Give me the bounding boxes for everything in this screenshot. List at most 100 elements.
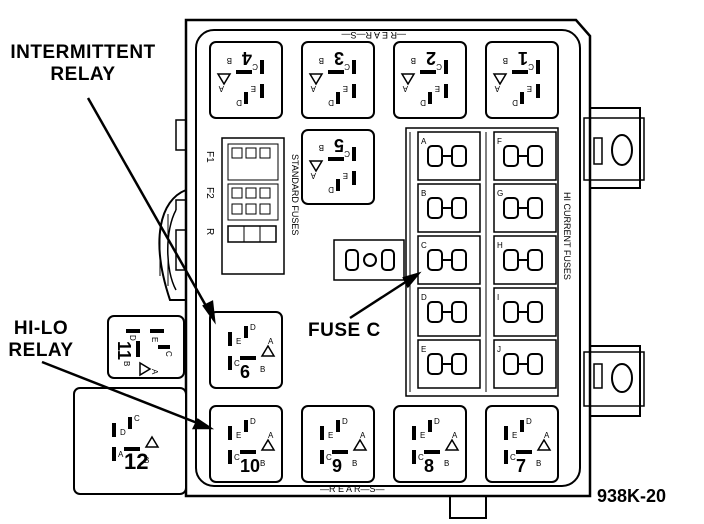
relay-3-terminal-blade [336, 92, 340, 104]
relay-8-terminal-blade [428, 420, 432, 432]
leader-lines [41, 97, 422, 430]
relay-2-terminal-blade [444, 60, 448, 74]
relay-2-terminal-d: D [420, 98, 426, 107]
top-edge-text: —R E A R—S— [341, 30, 406, 40]
standard-fuses-block [221, 137, 285, 275]
relay-11-terminal-e: E [150, 337, 159, 342]
hi-current-fuse-h-letter: H [497, 241, 503, 250]
hicurrent-fuses-label: HI CURRENT FUSES [562, 192, 572, 280]
hi-current-fuse-f: F [493, 131, 557, 181]
relay-7-terminal-c: C [510, 453, 516, 462]
relay-3-terminal-b: B [319, 56, 324, 65]
relay-7-terminal-blade [504, 426, 508, 440]
relay-11-terminal-a: A [150, 369, 159, 375]
relay-6-terminal-e: E [236, 337, 241, 346]
relay-8-terminal-a [444, 438, 460, 451]
relay-5-terminal-blade [352, 171, 356, 185]
relay-9-number: 9 [332, 456, 342, 476]
relay-10-terminal-c: C [234, 453, 240, 462]
relay-8-terminal-b: B [444, 459, 449, 468]
relay-6-terminal-blade [244, 326, 248, 338]
relay-2-terminal-b: B [411, 56, 416, 65]
relay-8-terminal-blade [412, 450, 416, 464]
relay-7-terminal-e: E [512, 431, 517, 440]
hi-current-fuse-j-letter: J [497, 345, 501, 354]
figure-id: 938K-20 [597, 486, 667, 506]
hi-current-fuse-i: I [493, 287, 557, 337]
relay-7-terminal-blade [516, 450, 532, 454]
relay-9-terminal-c: C [326, 453, 332, 462]
relay-5-number: 5 [334, 135, 344, 155]
relay-9-terminal-a: A [360, 431, 366, 440]
relay-5-terminal-b: B [319, 143, 324, 152]
hi-current-fuse-j: J [493, 339, 557, 389]
relay-12-terminal-blade [112, 447, 116, 461]
relay-10-terminal-d: D [250, 417, 256, 426]
relay-11-terminal-blade [126, 329, 140, 333]
relay-12-number: 12 [124, 449, 148, 474]
relay-3-terminal-a [308, 73, 324, 86]
relay-6-terminal-d: D [250, 323, 256, 332]
relay-7-terminal-d: D [526, 417, 532, 426]
relay-9-terminal-a [352, 438, 368, 451]
relay-10-number: 10 [240, 456, 260, 476]
relay-5-terminal-a [308, 160, 324, 173]
relay-4-terminal-blade [236, 70, 252, 74]
relay-11-terminal-blade [158, 345, 170, 349]
relay-12-terminal-d: D [120, 428, 126, 437]
relay-2-terminal-e: E [435, 84, 440, 93]
hi-current-fuse-d: D [417, 287, 481, 337]
relay-7-terminal-blade [520, 420, 524, 432]
relay-1-terminal-blade [520, 92, 524, 104]
relay-5-terminal-blade [328, 157, 344, 161]
relay-9-terminal-e: E [328, 431, 333, 440]
hi-current-fuse-e: E [417, 339, 481, 389]
bottom-edge-text: —R E A R—S— [320, 484, 385, 494]
relay-4-terminal-a: A [218, 84, 224, 93]
relay-6-terminal-b: B [260, 365, 265, 374]
relay-7-number: 7 [516, 456, 526, 476]
relay-2-terminal-a [400, 73, 416, 86]
hi-current-fuse-d-letter: D [421, 293, 427, 302]
relay-8-terminal-c: C [418, 453, 424, 462]
relay-10-terminal-b: B [260, 459, 265, 468]
relay-12-terminal-blade [124, 447, 140, 451]
hilo-relay-callout: HI-LO RELAY [6, 318, 76, 362]
relay-9-terminal-b: B [352, 459, 357, 468]
relay-7-terminal-b: B [536, 459, 541, 468]
relay-3-terminal-a: A [310, 84, 316, 93]
hi-current-fuse-a-letter: A [421, 137, 427, 146]
relay-10-terminal-blade [228, 426, 232, 440]
hi-current-fuse-b: B [417, 183, 481, 233]
relay-8-terminal-blade [412, 426, 416, 440]
relay-11-number: 11 [114, 341, 134, 360]
relay-6-terminal-blade [228, 332, 232, 346]
relay-12-terminal-a [144, 435, 160, 448]
relay-11-terminal-d: D [128, 335, 137, 341]
relay-3-terminal-blade [352, 84, 356, 98]
intermittent-relay-callout: INTERMITTENT RELAY [8, 42, 158, 86]
relay-1-number: 1 [518, 48, 528, 68]
relay-7-terminal-blade [504, 450, 508, 464]
relay-10-terminal-blade [228, 450, 232, 464]
relay-6-terminal-a [260, 344, 276, 357]
hi-current-fuse-c: C [417, 235, 481, 285]
relay-9-terminal-blade [320, 450, 324, 464]
relay-2-number: 2 [426, 48, 436, 68]
relay-7-terminal-a [536, 438, 552, 451]
relay-6-terminal-blade [240, 356, 256, 360]
standard-fuses-label: STANDARD FUSES [290, 154, 300, 235]
relay-2-terminal-blade [444, 84, 448, 98]
relays-layer: DEBCA4DEBCA3DEBCA2DEBCA1DEBCA5DEBCA6DEBC… [73, 41, 559, 495]
relay-8-terminal-blade [424, 450, 440, 454]
relay-10-terminal-blade [240, 450, 256, 454]
relay-12-terminal-c: C [134, 414, 140, 423]
relay-8-terminal-a: A [452, 431, 458, 440]
relay-6-terminal-blade [228, 356, 232, 370]
relay-1-terminal-a: A [494, 84, 500, 93]
